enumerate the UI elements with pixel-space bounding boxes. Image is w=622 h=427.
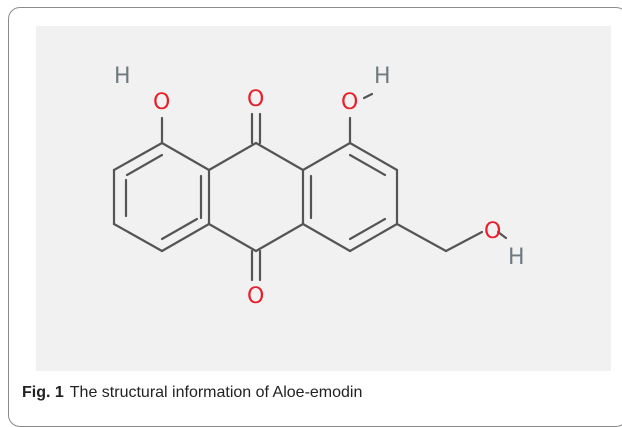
bond [348, 141, 399, 172]
bond-double [160, 217, 199, 241]
bond [112, 222, 164, 253]
bond [444, 230, 484, 253]
bond [301, 141, 352, 172]
hydrogen-atom-label: H [114, 64, 131, 89]
bond-double [348, 217, 387, 241]
hydrogen-atom-label: H [508, 245, 525, 270]
hydrogen-atom-label: H [374, 64, 391, 89]
bond [496, 230, 508, 240]
oxygen-atom-label: O [247, 87, 264, 112]
oxygen-atom-label: O [247, 284, 264, 309]
oxygen-atom-label: O [153, 90, 170, 115]
bond [301, 222, 352, 253]
bond [207, 141, 258, 172]
bond [254, 222, 305, 253]
bond-double [348, 153, 387, 177]
figure-label: Fig. 1 [22, 384, 64, 401]
bond [160, 141, 211, 172]
bond [160, 222, 211, 253]
figure-caption: Fig. 1 The structural information of Aloe… [22, 384, 362, 402]
aloe-emodin-structure: H O O O H O H O [112, 64, 525, 309]
bond [348, 222, 399, 253]
bond [207, 222, 258, 253]
bond [112, 141, 164, 172]
figure-caption-text: The structural information of Aloe-emodi… [69, 384, 363, 401]
oxygen-atom-label: O [484, 219, 501, 244]
bond-lines [112, 92, 508, 282]
bond-double [125, 153, 164, 177]
chemical-structure-image: H O O O H O H O [36, 26, 611, 371]
bond [254, 141, 305, 172]
oxygen-atom-label: O [341, 90, 358, 115]
bond [362, 92, 374, 100]
bond [395, 222, 448, 253]
